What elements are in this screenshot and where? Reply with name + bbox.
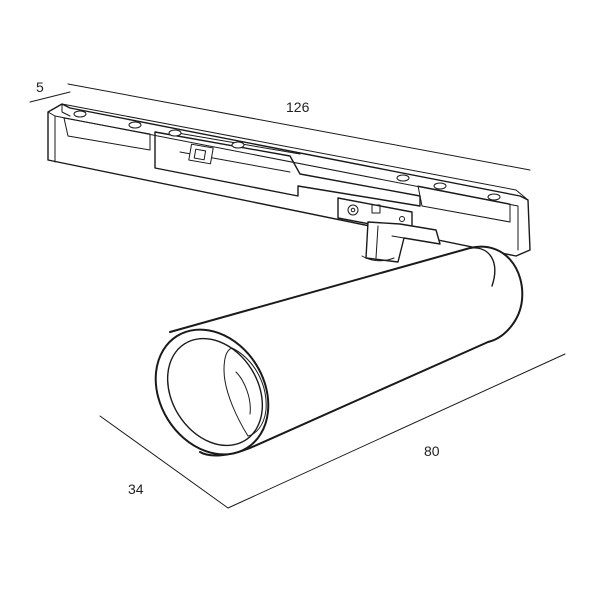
rail-center-slot bbox=[154, 131, 421, 207]
dim-line-5 bbox=[29, 91, 71, 103]
rail-top-edge bbox=[61, 103, 529, 201]
screw-4 bbox=[231, 141, 245, 149]
dim-label-34: 34 bbox=[128, 481, 144, 497]
lens-inner-ring bbox=[166, 337, 264, 447]
screw-2 bbox=[128, 121, 142, 129]
rail-left-slot bbox=[63, 117, 151, 151]
adapter-screw-dot bbox=[350, 207, 356, 213]
screw-5 bbox=[396, 174, 410, 182]
dim-label-126: 126 bbox=[286, 99, 310, 115]
dim-label-5: 5 bbox=[36, 79, 44, 95]
dimension-labels: 5 126 80 34 bbox=[36, 79, 440, 497]
dim-line-34 bbox=[99, 415, 229, 509]
adapter-screw bbox=[347, 204, 359, 216]
adapter-mount bbox=[337, 197, 441, 263]
lens-reflector-inner bbox=[235, 371, 251, 415]
dim-line-80 bbox=[227, 353, 566, 509]
screw-1 bbox=[73, 110, 87, 118]
cylinder-back-cap bbox=[469, 247, 496, 287]
rail-switch bbox=[188, 143, 214, 165]
track-rail bbox=[47, 103, 531, 257]
rail-switch-inner bbox=[193, 148, 207, 161]
rail-screws bbox=[73, 110, 501, 201]
rail-left-end bbox=[47, 103, 71, 163]
dim-label-80: 80 bbox=[424, 443, 440, 459]
spotlight-body bbox=[154, 245, 524, 457]
rail-front-face bbox=[54, 115, 519, 251]
adapter-hole bbox=[399, 216, 405, 222]
rail-body bbox=[47, 103, 531, 257]
adapter-stem-line bbox=[375, 225, 405, 259]
dim-line-126 bbox=[67, 83, 531, 171]
cylinder-top-shade bbox=[361, 255, 395, 262]
dimension-lines bbox=[29, 83, 566, 509]
adapter-stem bbox=[365, 221, 441, 263]
screw-6 bbox=[433, 182, 447, 190]
rail-right-slot bbox=[417, 185, 511, 223]
screw-3 bbox=[168, 129, 182, 137]
lens-reflector bbox=[223, 347, 267, 437]
screw-7 bbox=[487, 193, 501, 201]
adapter-tab bbox=[371, 204, 381, 214]
